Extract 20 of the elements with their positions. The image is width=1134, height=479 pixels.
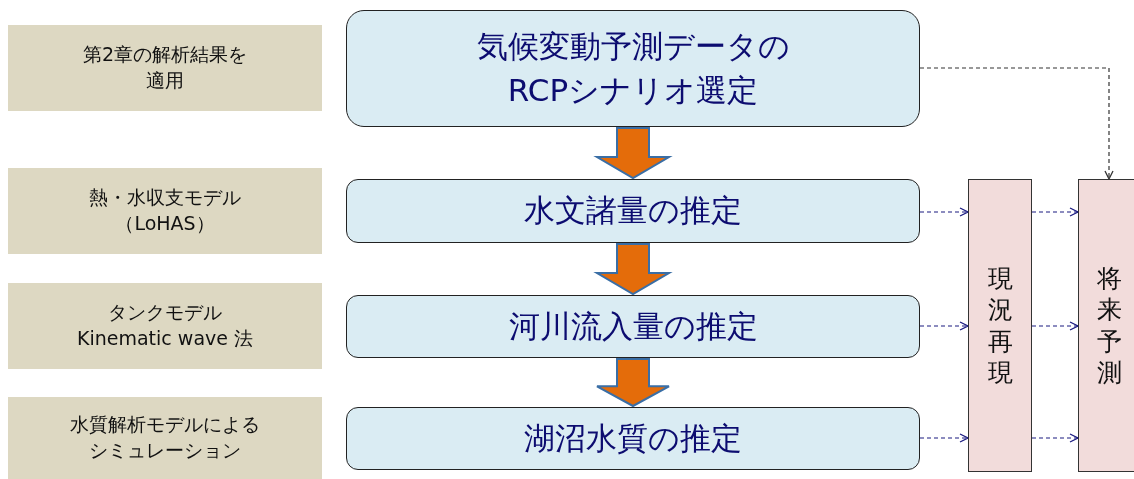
method-box: タンクモデル Kinematic wave 法 xyxy=(8,283,322,369)
stage-box: 将来予測 xyxy=(1078,179,1134,472)
block-arrow xyxy=(596,358,670,408)
block-arrow xyxy=(593,243,673,296)
method-box: 水質解析モデルによるシミュレーション xyxy=(8,397,322,479)
process-box: 水文諸量の推定 xyxy=(346,179,920,243)
process-box: 河川流入量の推定 xyxy=(346,295,920,358)
method-box: 第2章の解析結果を適用 xyxy=(8,25,322,111)
stage-box: 現況再現 xyxy=(968,179,1032,472)
arrow xyxy=(919,67,1114,180)
block-arrow xyxy=(593,127,673,180)
process-box: 気候変動予測データのRCPシナリオ選定 xyxy=(346,10,920,127)
arrow xyxy=(919,433,969,443)
arrow xyxy=(1031,321,1079,331)
process-box: 湖沼水質の推定 xyxy=(346,407,920,470)
arrow xyxy=(1031,433,1079,443)
arrow xyxy=(1031,207,1079,217)
arrow xyxy=(919,207,969,217)
arrow xyxy=(919,321,969,331)
method-box: 熱・水収支モデル（LoHAS） xyxy=(8,168,322,254)
